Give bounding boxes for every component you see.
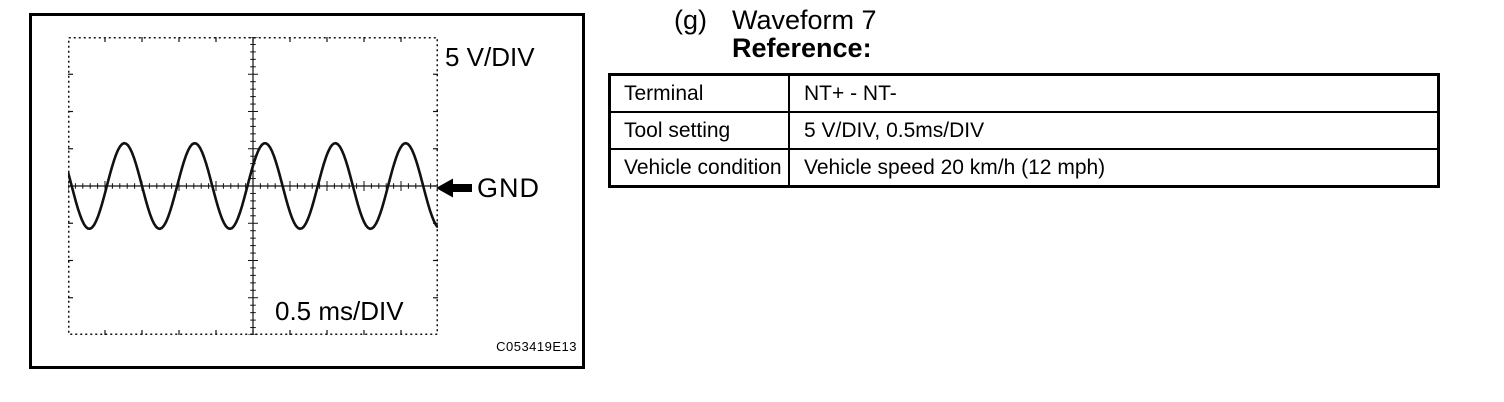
table-row: Vehicle condition Vehicle speed 20 km/h … xyxy=(611,148,1437,185)
left-arrow-icon xyxy=(436,178,472,198)
gnd-label: GND xyxy=(477,173,540,203)
volts-per-div-label: 5 V/DIV xyxy=(445,42,535,72)
table-row: Terminal NT+ - NT- xyxy=(611,76,1437,111)
gnd-marker: GND xyxy=(436,174,540,202)
figure-code: C053419E13 xyxy=(496,339,577,354)
row-label: Terminal xyxy=(611,76,790,111)
item-index: (g) xyxy=(674,5,707,35)
section-heading: (g) Waveform 7 Reference: xyxy=(0,0,1504,70)
row-value: Vehicle speed 20 km/h (12 mph) xyxy=(804,155,1106,179)
item-title: Waveform 7 xyxy=(732,5,877,35)
time-per-div-label: 0.5 ms/DIV xyxy=(275,296,404,326)
row-value: NT+ - NT- xyxy=(804,81,897,105)
reference-table: Terminal NT+ - NT- Tool setting 5 V/DIV,… xyxy=(608,73,1440,188)
reference-label: Reference: xyxy=(732,33,872,63)
row-label: Vehicle condition xyxy=(611,150,790,185)
oscilloscope-grid xyxy=(68,37,438,335)
waveform-figure: 5 V/DIV GND 0.5 ms/DIV C053419E13 xyxy=(29,13,585,369)
row-label: Tool setting xyxy=(611,113,790,148)
row-value: 5 V/DIV, 0.5ms/DIV xyxy=(804,118,985,142)
table-row: Tool setting 5 V/DIV, 0.5ms/DIV xyxy=(611,111,1437,148)
